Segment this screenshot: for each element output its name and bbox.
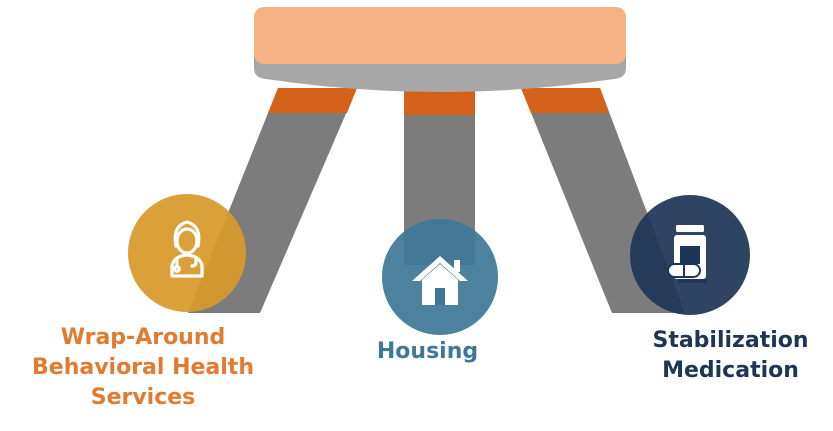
wrap-around-services-label: Wrap-Around Behavioral Health Services [18, 323, 268, 413]
doctor-icon [170, 220, 204, 278]
housing-label: Housing [340, 337, 515, 367]
medication-label-line-1: Stabilization [652, 328, 809, 353]
stabilization-medication-label: Stabilization Medication [628, 326, 833, 386]
wrap-around-label-line-2: Behavioral Health [32, 355, 254, 380]
stool-seat-top [254, 7, 626, 64]
house-icon [412, 256, 468, 305]
medication-label-line-2: Medication [662, 358, 799, 383]
housing-label-line-1: Housing [376, 339, 479, 364]
medication-bottle-icon [667, 225, 706, 283]
wrap-around-label-line-1: Wrap-Around [60, 325, 226, 350]
stool-band-center [404, 90, 475, 115]
stool-band-left [268, 88, 357, 113]
stool-leg-center [404, 90, 475, 265]
wrap-around-label-line-3: Services [90, 385, 196, 410]
stool-band-right [521, 88, 609, 113]
